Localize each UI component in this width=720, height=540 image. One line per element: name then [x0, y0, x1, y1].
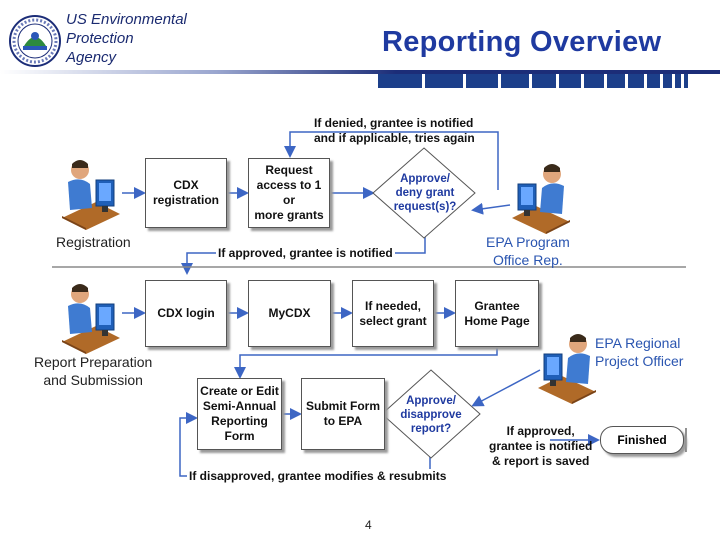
slide-title: Reporting Overview — [382, 26, 662, 58]
grantee-registration-icon — [62, 160, 120, 230]
page-number: 4 — [365, 518, 372, 532]
mycdx-box: MyCDX — [248, 280, 331, 347]
approve-grant-decision: Approve/ deny grant request(s)? — [393, 173, 457, 213]
program-office-label: EPA Program Office Rep. — [486, 234, 570, 268]
epa-seal-logo — [9, 15, 61, 67]
regional-officer-icon — [538, 334, 596, 404]
header-bar-decoration — [0, 70, 720, 88]
request-access-box: Request access to 1 or more grants — [248, 158, 330, 228]
approved-note: If approved, grantee is notified — [216, 246, 395, 261]
cdx-registration-box: CDX registration — [145, 158, 227, 228]
registration-label: Registration — [56, 234, 131, 250]
grantee-report-icon — [62, 284, 120, 354]
approved-report-note: If approved, grantee is notified & repor… — [489, 424, 593, 468]
grantee-home-box: Grantee Home Page — [455, 280, 539, 347]
program-office-rep-icon — [512, 164, 570, 234]
finished-terminal: Finished — [600, 426, 684, 454]
denied-note: If denied, grantee is notified and if ap… — [314, 116, 475, 145]
report-prep-label: Report Preparation and Submission — [34, 354, 153, 388]
cdx-login-box: CDX login — [145, 280, 227, 347]
regional-officer-label: EPA Regional Project Officer — [595, 335, 684, 369]
disapproved-note: If disapproved, grantee modifies & resub… — [187, 469, 449, 484]
select-grant-box: If needed, select grant — [352, 280, 434, 347]
approve-report-decision: Approve/ disapprove report? — [400, 395, 462, 435]
submit-form-box: Submit Form to EPA — [301, 378, 385, 450]
agency-name: US Environmental Protection Agency — [66, 11, 187, 66]
create-edit-form-box: Create or Edit Semi-Annual Reporting For… — [197, 378, 282, 450]
